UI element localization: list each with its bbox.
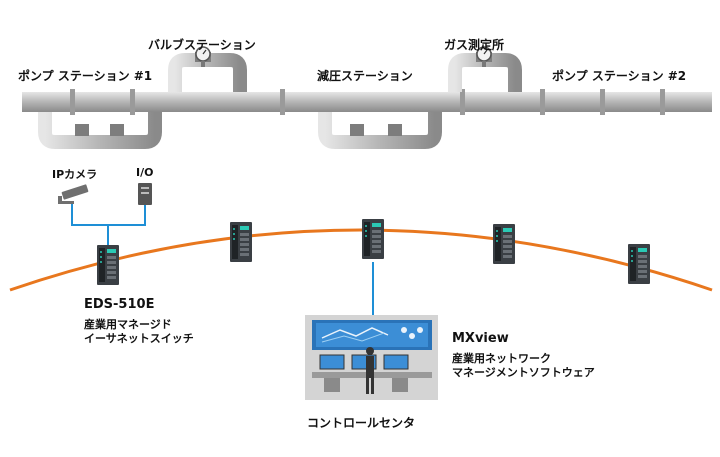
- label-switch-model: EDS-510E: [84, 297, 155, 312]
- switch-3: [362, 219, 384, 259]
- label-pump-station-2: ポンプ ステーション #2: [552, 69, 687, 83]
- switch-2: [230, 222, 252, 262]
- label-mxview-description: 産業用ネットワーク マネージメントソフトウェア: [452, 352, 595, 380]
- label-pump-station-1: ポンプ ステーション #1: [18, 69, 153, 83]
- label-pressure-station: 減圧ステーション: [317, 69, 413, 83]
- pipeline: [22, 46, 712, 149]
- label-gas-station: ガス測定所: [444, 38, 505, 52]
- label-ip-camera: IPカメラ: [52, 168, 98, 181]
- mxview-desc-line-1: 産業用ネットワーク: [452, 352, 551, 365]
- mxview-desc-line-2: マネージメントソフトウェア: [452, 366, 595, 379]
- ip-camera-icon: [58, 184, 89, 204]
- switch-desc-line-2: イーサネットスイッチ: [84, 332, 194, 345]
- label-valve-station: バルブステーション: [148, 38, 256, 52]
- label-control-center: コントロールセンタ: [307, 416, 416, 430]
- io-module-icon: [138, 183, 152, 205]
- label-switch-description: 産業用マネージド イーサネットスイッチ: [84, 318, 194, 346]
- control-center-illustration: [305, 315, 438, 400]
- switch-4: [493, 224, 515, 264]
- switch-5: [628, 244, 650, 284]
- label-mxview: MXview: [452, 331, 509, 346]
- ethernet-links: [71, 203, 374, 315]
- switch-desc-line-1: 産業用マネージド: [84, 318, 172, 331]
- label-io: I/O: [136, 166, 154, 179]
- switch-eds510e: [97, 245, 119, 285]
